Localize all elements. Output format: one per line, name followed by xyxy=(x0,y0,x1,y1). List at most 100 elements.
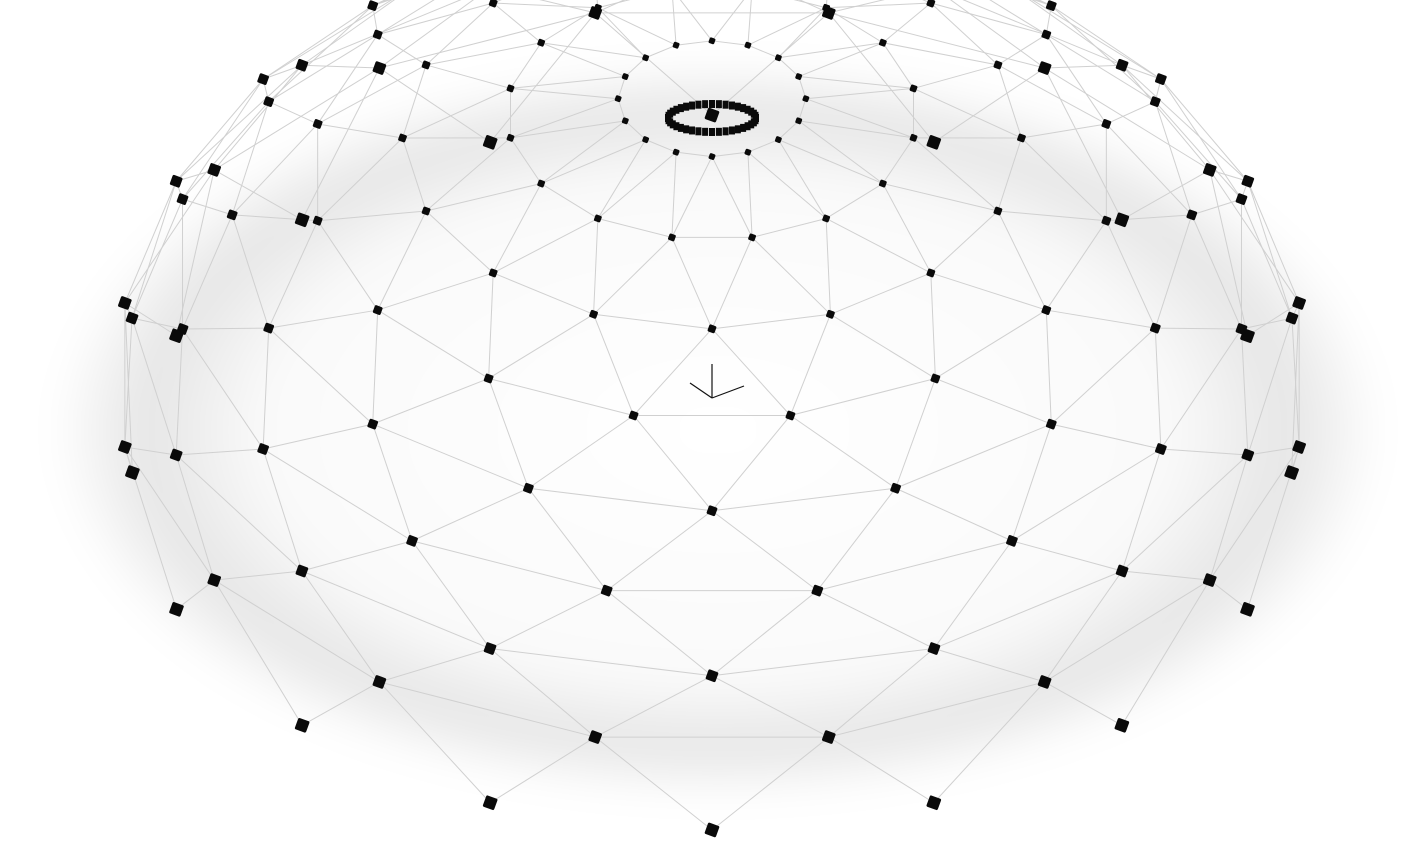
dome-node[interactable] xyxy=(506,133,515,143)
dome-node[interactable] xyxy=(1240,328,1255,344)
dome-node[interactable] xyxy=(1101,119,1112,130)
dome-node[interactable] xyxy=(621,117,629,125)
dome-node[interactable] xyxy=(930,373,941,384)
dome-node[interactable] xyxy=(1186,209,1198,221)
dome-node[interactable] xyxy=(1115,564,1129,578)
dome-node[interactable] xyxy=(483,642,497,655)
dome-node[interactable] xyxy=(1114,717,1130,733)
dome-node[interactable] xyxy=(1037,61,1052,75)
dome-node[interactable] xyxy=(1037,675,1052,689)
dome-node[interactable] xyxy=(506,84,515,93)
dome-node[interactable] xyxy=(118,440,132,454)
dome-node[interactable] xyxy=(1149,322,1162,334)
dome-node[interactable] xyxy=(993,60,1003,70)
dome-node[interactable] xyxy=(537,179,546,188)
dome-node[interactable] xyxy=(118,296,132,310)
dome-node[interactable] xyxy=(1115,58,1129,72)
dome-node[interactable] xyxy=(523,482,535,494)
dome-node[interactable] xyxy=(1041,305,1052,316)
dome-node[interactable] xyxy=(421,206,431,216)
dome-node[interactable] xyxy=(295,58,309,72)
dome-node[interactable] xyxy=(372,29,383,40)
dome-node[interactable] xyxy=(926,135,942,150)
dome-node[interactable] xyxy=(706,505,718,517)
dome-node[interactable] xyxy=(826,309,836,319)
dome-node[interactable] xyxy=(1202,573,1217,587)
dome-node[interactable] xyxy=(169,328,184,344)
dome-node[interactable] xyxy=(312,215,323,226)
dome-node[interactable] xyxy=(927,642,941,655)
dome-node[interactable] xyxy=(537,38,546,47)
dome-node[interactable] xyxy=(207,573,222,587)
dome-node[interactable] xyxy=(488,0,498,8)
dome-node[interactable] xyxy=(207,163,222,177)
dome-node[interactable] xyxy=(926,795,942,811)
dome-node[interactable] xyxy=(169,448,183,462)
dome-node[interactable] xyxy=(614,95,622,103)
dome-node[interactable] xyxy=(774,136,783,144)
dome-node[interactable] xyxy=(704,107,720,123)
dome-node[interactable] xyxy=(263,96,275,108)
dome-node[interactable] xyxy=(1292,440,1306,454)
dome-node[interactable] xyxy=(1017,133,1027,143)
dome-node[interactable] xyxy=(294,717,310,733)
dome-node[interactable] xyxy=(176,193,189,205)
dome-node[interactable] xyxy=(1045,418,1058,430)
dome-node[interactable] xyxy=(367,418,379,430)
dome-node[interactable] xyxy=(926,0,936,8)
dome-node[interactable] xyxy=(1045,0,1058,11)
dome-node[interactable] xyxy=(589,309,599,319)
dome-node[interactable] xyxy=(372,61,387,75)
dome-node[interactable] xyxy=(1240,602,1255,617)
dome-node[interactable] xyxy=(707,324,717,334)
dome-node[interactable] xyxy=(1241,448,1255,462)
dome-node[interactable] xyxy=(263,322,275,334)
dome-node[interactable] xyxy=(1041,29,1052,40)
dome-node[interactable] xyxy=(169,174,183,188)
dome-node[interactable] xyxy=(372,305,383,316)
dome-node[interactable] xyxy=(294,212,310,228)
dome-node[interactable] xyxy=(822,730,836,744)
dome-node[interactable] xyxy=(744,148,752,156)
dome-node[interactable] xyxy=(1114,212,1130,228)
dome-node[interactable] xyxy=(878,179,888,188)
dome-node[interactable] xyxy=(169,602,184,617)
dome-node[interactable] xyxy=(398,133,408,143)
dome-node[interactable] xyxy=(642,136,650,144)
dome-node[interactable] xyxy=(588,6,602,20)
dome-node[interactable] xyxy=(668,233,677,242)
dome-node[interactable] xyxy=(1101,215,1112,226)
dome-node[interactable] xyxy=(621,73,629,81)
dome-node[interactable] xyxy=(1285,311,1299,325)
dome-node[interactable] xyxy=(488,268,498,278)
dome-node[interactable] xyxy=(1155,73,1167,85)
dome-node[interactable] xyxy=(312,119,323,130)
dome-node[interactable] xyxy=(483,373,494,384)
dome-node[interactable] xyxy=(708,37,716,45)
dome-node[interactable] xyxy=(1006,535,1018,547)
dome-node[interactable] xyxy=(1149,96,1162,108)
dome-node[interactable] xyxy=(909,84,918,93)
dome-node[interactable] xyxy=(822,6,836,20)
dome-node[interactable] xyxy=(1235,193,1248,205)
dome-node[interactable] xyxy=(125,311,139,325)
dome-node[interactable] xyxy=(909,133,918,143)
dome-node[interactable] xyxy=(704,822,720,838)
dome-node[interactable] xyxy=(926,268,936,278)
dome-node[interactable] xyxy=(257,73,269,85)
dome-node[interactable] xyxy=(993,206,1003,216)
dome-node[interactable] xyxy=(372,675,387,689)
dome-node[interactable] xyxy=(705,669,719,683)
dome-node[interactable] xyxy=(795,73,803,81)
axis-gizmo-icon[interactable] xyxy=(689,364,745,399)
dome-node[interactable] xyxy=(588,730,602,744)
dome-node[interactable] xyxy=(295,564,309,578)
dome-node[interactable] xyxy=(672,41,680,49)
dome-node[interactable] xyxy=(744,41,752,49)
dome-node[interactable] xyxy=(802,95,810,103)
dome-node[interactable] xyxy=(482,795,498,811)
dome-node[interactable] xyxy=(367,0,379,11)
dome-node[interactable] xyxy=(708,153,716,161)
dome-node[interactable] xyxy=(795,117,803,125)
